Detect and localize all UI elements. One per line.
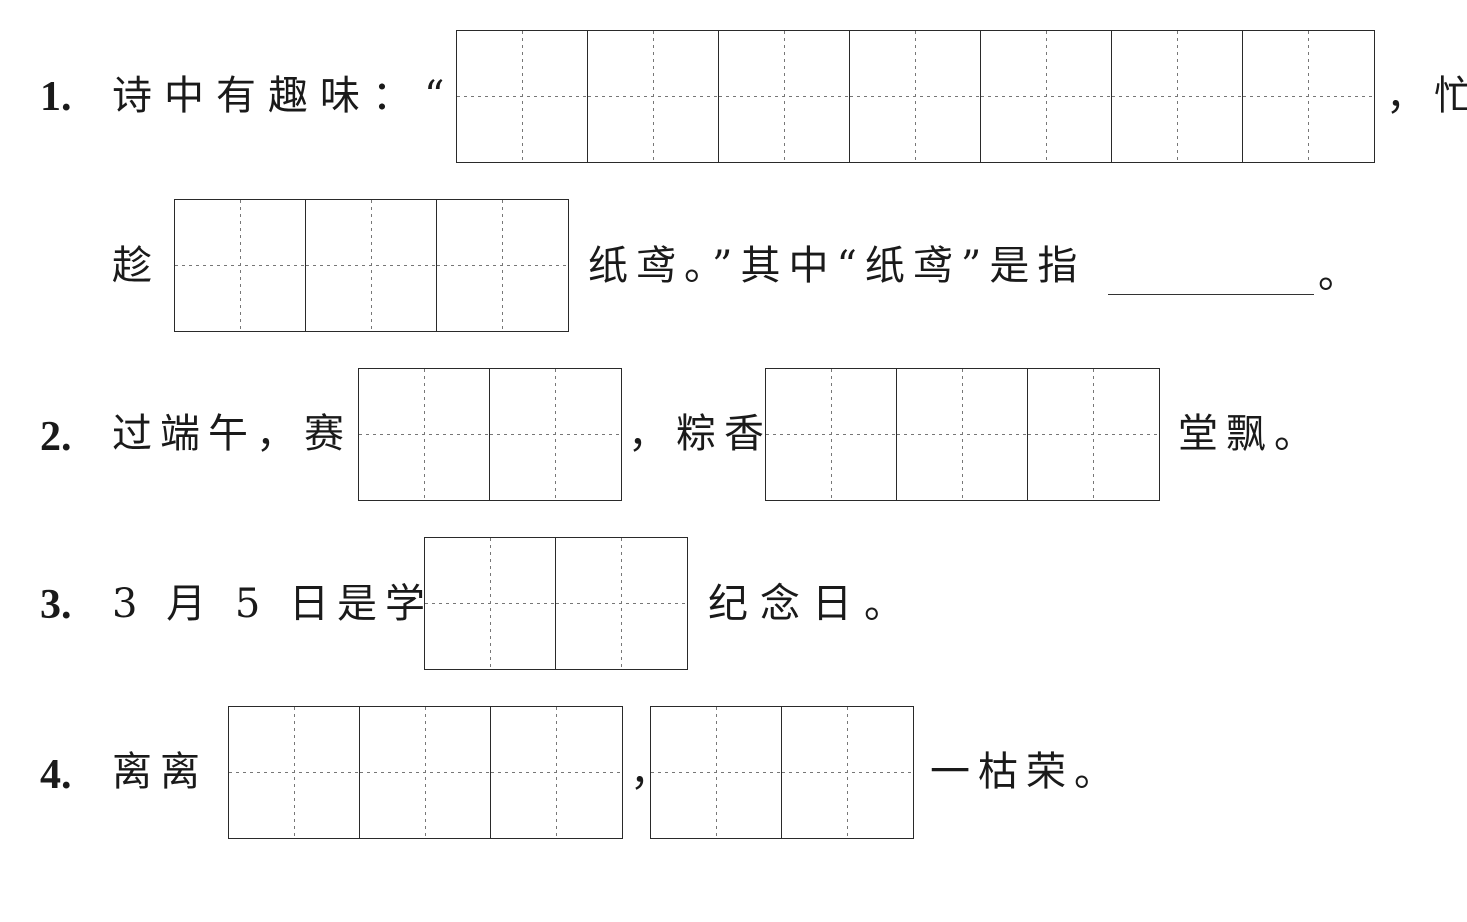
q1-answer-grid[interactable] (456, 30, 1375, 163)
question-1-prefix: 诗中有趣味：“ (112, 73, 457, 119)
grid-cell[interactable] (588, 31, 719, 162)
question-2-number: 2. (40, 414, 72, 460)
question-4-number: 4. (40, 752, 72, 798)
grid-cell[interactable] (425, 538, 556, 669)
grid-cell[interactable] (175, 200, 306, 331)
question-1-line2-prefix: 趁 (112, 243, 160, 289)
q1-answer-blank[interactable] (1108, 294, 1314, 295)
q4-answer-grid-1[interactable] (228, 706, 623, 839)
grid-cell[interactable] (1243, 31, 1374, 162)
question-2-prefix: 过端午，赛 (112, 411, 352, 457)
q2-answer-grid-1[interactable] (358, 368, 622, 501)
grid-cell[interactable] (556, 538, 687, 669)
question-3-suffix: 纪念日。 (708, 581, 916, 627)
question-4-prefix: 离离 (112, 749, 208, 795)
question-3-number: 3. (40, 582, 72, 628)
question-2-middle: ，粽香 (628, 411, 772, 457)
grid-cell[interactable] (766, 369, 897, 500)
question-3-prefix: 3 月 5 日是学 (112, 581, 434, 627)
grid-cell[interactable] (306, 200, 437, 331)
q3-answer-grid[interactable] (424, 537, 688, 670)
grid-cell[interactable] (229, 707, 360, 838)
grid-cell[interactable] (719, 31, 850, 162)
question-1-number: 1. (40, 74, 72, 120)
grid-cell[interactable] (651, 707, 782, 838)
question-4-suffix: 一枯荣。 (930, 749, 1122, 795)
grid-cell[interactable] (1028, 369, 1159, 500)
grid-cell[interactable] (1112, 31, 1243, 162)
grid-cell[interactable] (360, 707, 491, 838)
grid-cell[interactable] (981, 31, 1112, 162)
question-1-suffix: 纸鸢。”其中“纸鸢”是指 (588, 243, 1086, 289)
grid-cell[interactable] (490, 369, 621, 500)
q4-answer-grid-2[interactable] (650, 706, 914, 839)
grid-cell[interactable] (782, 707, 913, 838)
grid-cell[interactable] (359, 369, 490, 500)
question-1-comma: ，忙 (1386, 73, 1467, 119)
grid-cell[interactable] (897, 369, 1028, 500)
grid-cell[interactable] (437, 200, 568, 331)
grid-cell[interactable] (850, 31, 981, 162)
q2-answer-grid-2[interactable] (765, 368, 1160, 501)
q1-answer-grid-2[interactable] (174, 199, 569, 332)
grid-cell[interactable] (457, 31, 588, 162)
question-2-suffix: 堂飘。 (1178, 411, 1322, 457)
question-1-end: 。 (1318, 251, 1366, 297)
grid-cell[interactable] (491, 707, 622, 838)
